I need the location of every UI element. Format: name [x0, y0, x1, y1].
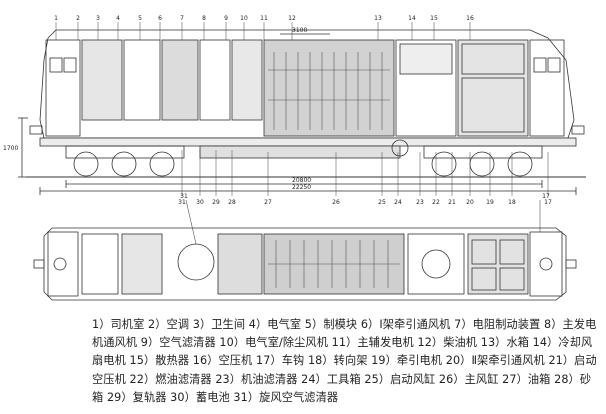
callout-24: 24: [394, 199, 402, 206]
callout-2: 2: [76, 15, 80, 22]
callout-26: 26: [332, 199, 340, 206]
callout-22: 22: [432, 199, 440, 206]
dimensions: 1700 3100 20800 22250: [3, 27, 311, 191]
callout-31: 31: [178, 199, 186, 206]
callout-10: 10: [240, 15, 248, 22]
callout-21: 21: [448, 199, 456, 206]
plan-view: [33, 199, 577, 301]
plan-callouts: 31 17: [180, 193, 550, 200]
width-dimension: 3100: [292, 27, 307, 34]
callout-9: 9: [224, 15, 228, 22]
callout-28: 28: [228, 199, 236, 206]
bogie-right: [423, 145, 543, 177]
callout-25: 25: [378, 199, 386, 206]
length-dimension-overall: 22250: [292, 184, 311, 191]
callout-4: 4: [116, 15, 120, 22]
plan-callout-31: 31: [180, 193, 188, 200]
callout-23: 23: [416, 199, 424, 206]
locomotive-drawing: 1 2 3 4 5 6 7 8 9 10 11 12 13 14 15 16 3…: [3, 15, 586, 301]
height-dimension: 1700: [3, 145, 18, 152]
callout-13: 13: [374, 15, 382, 22]
callout-3: 3: [96, 15, 100, 22]
side-elevation: [18, 29, 586, 195]
callout-1: 1: [54, 15, 58, 22]
top-callouts: 1 2 3 4 5 6 7 8 9 10 11 12 13 14 15 16: [54, 15, 474, 22]
callout-19: 19: [486, 199, 494, 206]
callout-14: 14: [408, 15, 416, 22]
callout-29: 29: [212, 199, 220, 206]
callout-11: 11: [260, 15, 268, 22]
callout-5: 5: [138, 15, 142, 22]
bottom-callouts: 31 30 29 28 27 26 25 24 23 22 21 20 19 1…: [178, 199, 552, 206]
caption-text: 1）司机室 2）空调 3）卫生间 4）电气室 5）制模块 6）Ⅰ架牵引通风机 7…: [92, 318, 597, 404]
figure-caption: 1）司机室 2）空调 3）卫生间 4）电气室 5）制模块 6）Ⅰ架牵引通风机 7…: [92, 316, 600, 407]
callout-18: 18: [508, 199, 516, 206]
length-dimension-inner: 20800: [292, 177, 311, 184]
callout-17: 17: [544, 199, 552, 206]
callout-7: 7: [180, 15, 184, 22]
callout-6: 6: [158, 15, 162, 22]
callout-16: 16: [466, 15, 474, 22]
callout-8: 8: [202, 15, 206, 22]
callout-12: 12: [288, 15, 296, 22]
plan-callout-17: 17: [542, 193, 550, 200]
callout-20: 20: [466, 199, 474, 206]
bogie-left: [65, 145, 185, 177]
callout-15: 15: [430, 15, 438, 22]
callout-27: 27: [264, 199, 272, 206]
callout-30: 30: [196, 199, 204, 206]
